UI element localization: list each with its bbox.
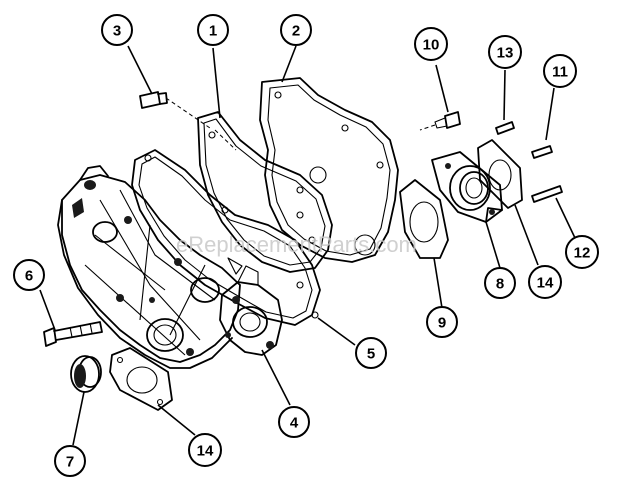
svg-text:13: 13 [497,45,514,62]
svg-text:8: 8 [496,276,504,293]
callout-7: 7 [54,445,86,477]
callout-4: 4 [278,406,310,438]
pin-part-13 [495,121,515,135]
bolt-part-10 [419,111,461,131]
arrow-marker [227,257,243,275]
callout-3: 3 [101,14,133,46]
svg-text:12: 12 [574,245,591,262]
gasket-part-9 [399,179,449,259]
svg-text:2: 2 [292,23,300,40]
callout-5: 5 [355,337,387,369]
seal-part-7 [70,355,102,393]
gasket-part-14-lower [109,347,173,411]
svg-text:14: 14 [197,443,214,460]
svg-text:3: 3 [113,23,121,40]
svg-text:14: 14 [537,275,554,292]
callout-9: 9 [426,306,458,338]
svg-text:1: 1 [209,23,217,40]
svg-text:7: 7 [66,454,74,471]
svg-text:5: 5 [367,346,375,363]
callout-6: 6 [13,259,45,291]
svg-text:4: 4 [290,415,299,432]
callout-10: 10 [414,27,448,61]
gasket-part-14-right [477,139,523,209]
svg-text:6: 6 [25,268,33,285]
timing-cover-housing [57,165,241,369]
callout-12: 12 [565,235,599,269]
callout-8: 8 [484,267,516,299]
svg-text:10: 10 [423,37,440,54]
front-gasket-part-5 [131,149,321,326]
pin-part-12 [531,185,563,203]
callout-13: 13 [488,35,522,69]
callout-14-right: 14 [528,265,562,299]
pin-part-11 [531,145,553,159]
watermark: eReplacementParts.com [176,232,417,257]
leader-lines [39,45,576,446]
callout-2: 2 [280,14,312,46]
callout-14-lower: 14 [188,433,222,467]
bearing-housing-part-8 [431,151,503,223]
svg-text:9: 9 [438,315,446,332]
callout-11: 11 [543,54,577,88]
callout-1: 1 [197,14,229,46]
svg-text:11: 11 [552,64,568,81]
bolt-part-3 [139,91,211,129]
pump-housing-part-4 [219,265,283,356]
bolt-part-6 [43,321,103,347]
rear-gasket-part-2 [259,77,399,263]
